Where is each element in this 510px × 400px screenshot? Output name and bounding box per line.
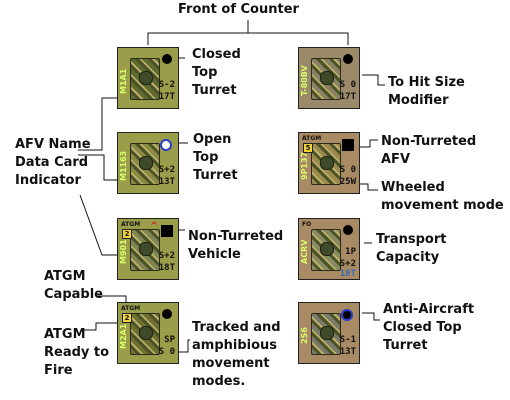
turret-icon (320, 156, 334, 170)
vehicle-art-icon (130, 58, 160, 100)
vehicle-art-icon (130, 229, 160, 271)
turret-icon (320, 71, 334, 85)
counter-value-2: 25W (339, 177, 356, 187)
leader-afv-name-top (78, 97, 118, 151)
counter-value-1: S-2 (158, 80, 175, 90)
counter-value-2: 17T (339, 92, 356, 102)
counter-m1163[interactable]: M1163 S+2 13T (117, 132, 179, 194)
turret-icon (139, 71, 153, 85)
leader-afv-name-mid (78, 154, 118, 181)
atgm-label: ATGM (121, 221, 141, 228)
leader-anti-aircraft (362, 312, 380, 321)
closed-turret-dot-icon (341, 309, 353, 321)
counter-2s6[interactable]: 2S6 S-1 13T (298, 302, 360, 364)
counter-value-2: S 0 (158, 347, 175, 357)
front-of-counter-title: Front of Counter (178, 2, 299, 17)
non-turreted-square-icon (161, 225, 173, 237)
counter-value-1: S+2 (158, 165, 175, 175)
non-turreted-square-icon (342, 139, 354, 151)
counter-value-1: S 0 (339, 165, 356, 175)
atgm-count-badge: 2 (122, 229, 132, 239)
turret-icon (139, 156, 153, 170)
counter-name: M1163 (119, 150, 128, 182)
closed-turret-dot-icon (343, 225, 353, 235)
atgm-label: ATGM (302, 135, 322, 142)
closed-turret-dot-icon (162, 54, 172, 64)
counter-name: M1A1 (119, 68, 128, 94)
leader-atgm-capable (96, 295, 127, 302)
vehicle-art-icon (311, 313, 341, 355)
counter-value-2: 18T (158, 263, 175, 273)
front-bracket-line (147, 32, 349, 45)
atgm-label: ATGM (121, 305, 141, 312)
counter-value-1: SP (164, 335, 175, 345)
closed-turret-dot-icon (162, 309, 172, 319)
atgm-count-badge: 2 (122, 313, 132, 323)
vehicle-art-icon (311, 58, 341, 100)
counter-value-1: S 0 (339, 80, 356, 90)
counter-m1a1[interactable]: M1A1 S-2 17T (117, 47, 179, 109)
leader-wheeled (358, 183, 378, 191)
turret-icon (320, 326, 334, 340)
counter-value-1: S+2 (158, 251, 175, 261)
vehicle-art-icon (130, 143, 160, 185)
leader-to-hit (362, 74, 385, 86)
leader-afv-name-bottom (79, 194, 118, 256)
vehicle-art-icon (311, 143, 341, 185)
atgm-count-badge: 5 (303, 143, 313, 153)
counter-t80bv[interactable]: T-80BV S 0 17T (298, 47, 360, 109)
counter-name: T-80BV (300, 65, 309, 97)
turret-icon (139, 242, 153, 256)
counter-value-2: 13T (158, 177, 175, 187)
vehicle-art-icon (311, 229, 341, 271)
open-turret-circle-icon (160, 139, 172, 151)
counter-value-2: 17T (158, 92, 175, 102)
counter-name: 2S6 (300, 327, 309, 345)
closed-turret-dot-icon (343, 54, 353, 64)
leader-tracked (178, 339, 190, 353)
counter-name: ACRV (300, 239, 309, 265)
turret-icon (320, 242, 334, 256)
counter-value-1: 1P (345, 247, 356, 257)
chevron-up-icon: ^ (150, 221, 159, 232)
counter-value-3: 18T (339, 269, 356, 279)
counter-value-2: S+2 (339, 259, 356, 269)
leader-non-turreted-afv (358, 139, 378, 148)
fo-label: FO (302, 221, 312, 228)
vehicle-art-icon (130, 313, 160, 355)
leader-atgm-ready (84, 322, 118, 331)
turret-icon (139, 326, 153, 340)
counter-value-1: S-1 (339, 335, 356, 345)
counter-value-2: 13T (339, 347, 356, 357)
